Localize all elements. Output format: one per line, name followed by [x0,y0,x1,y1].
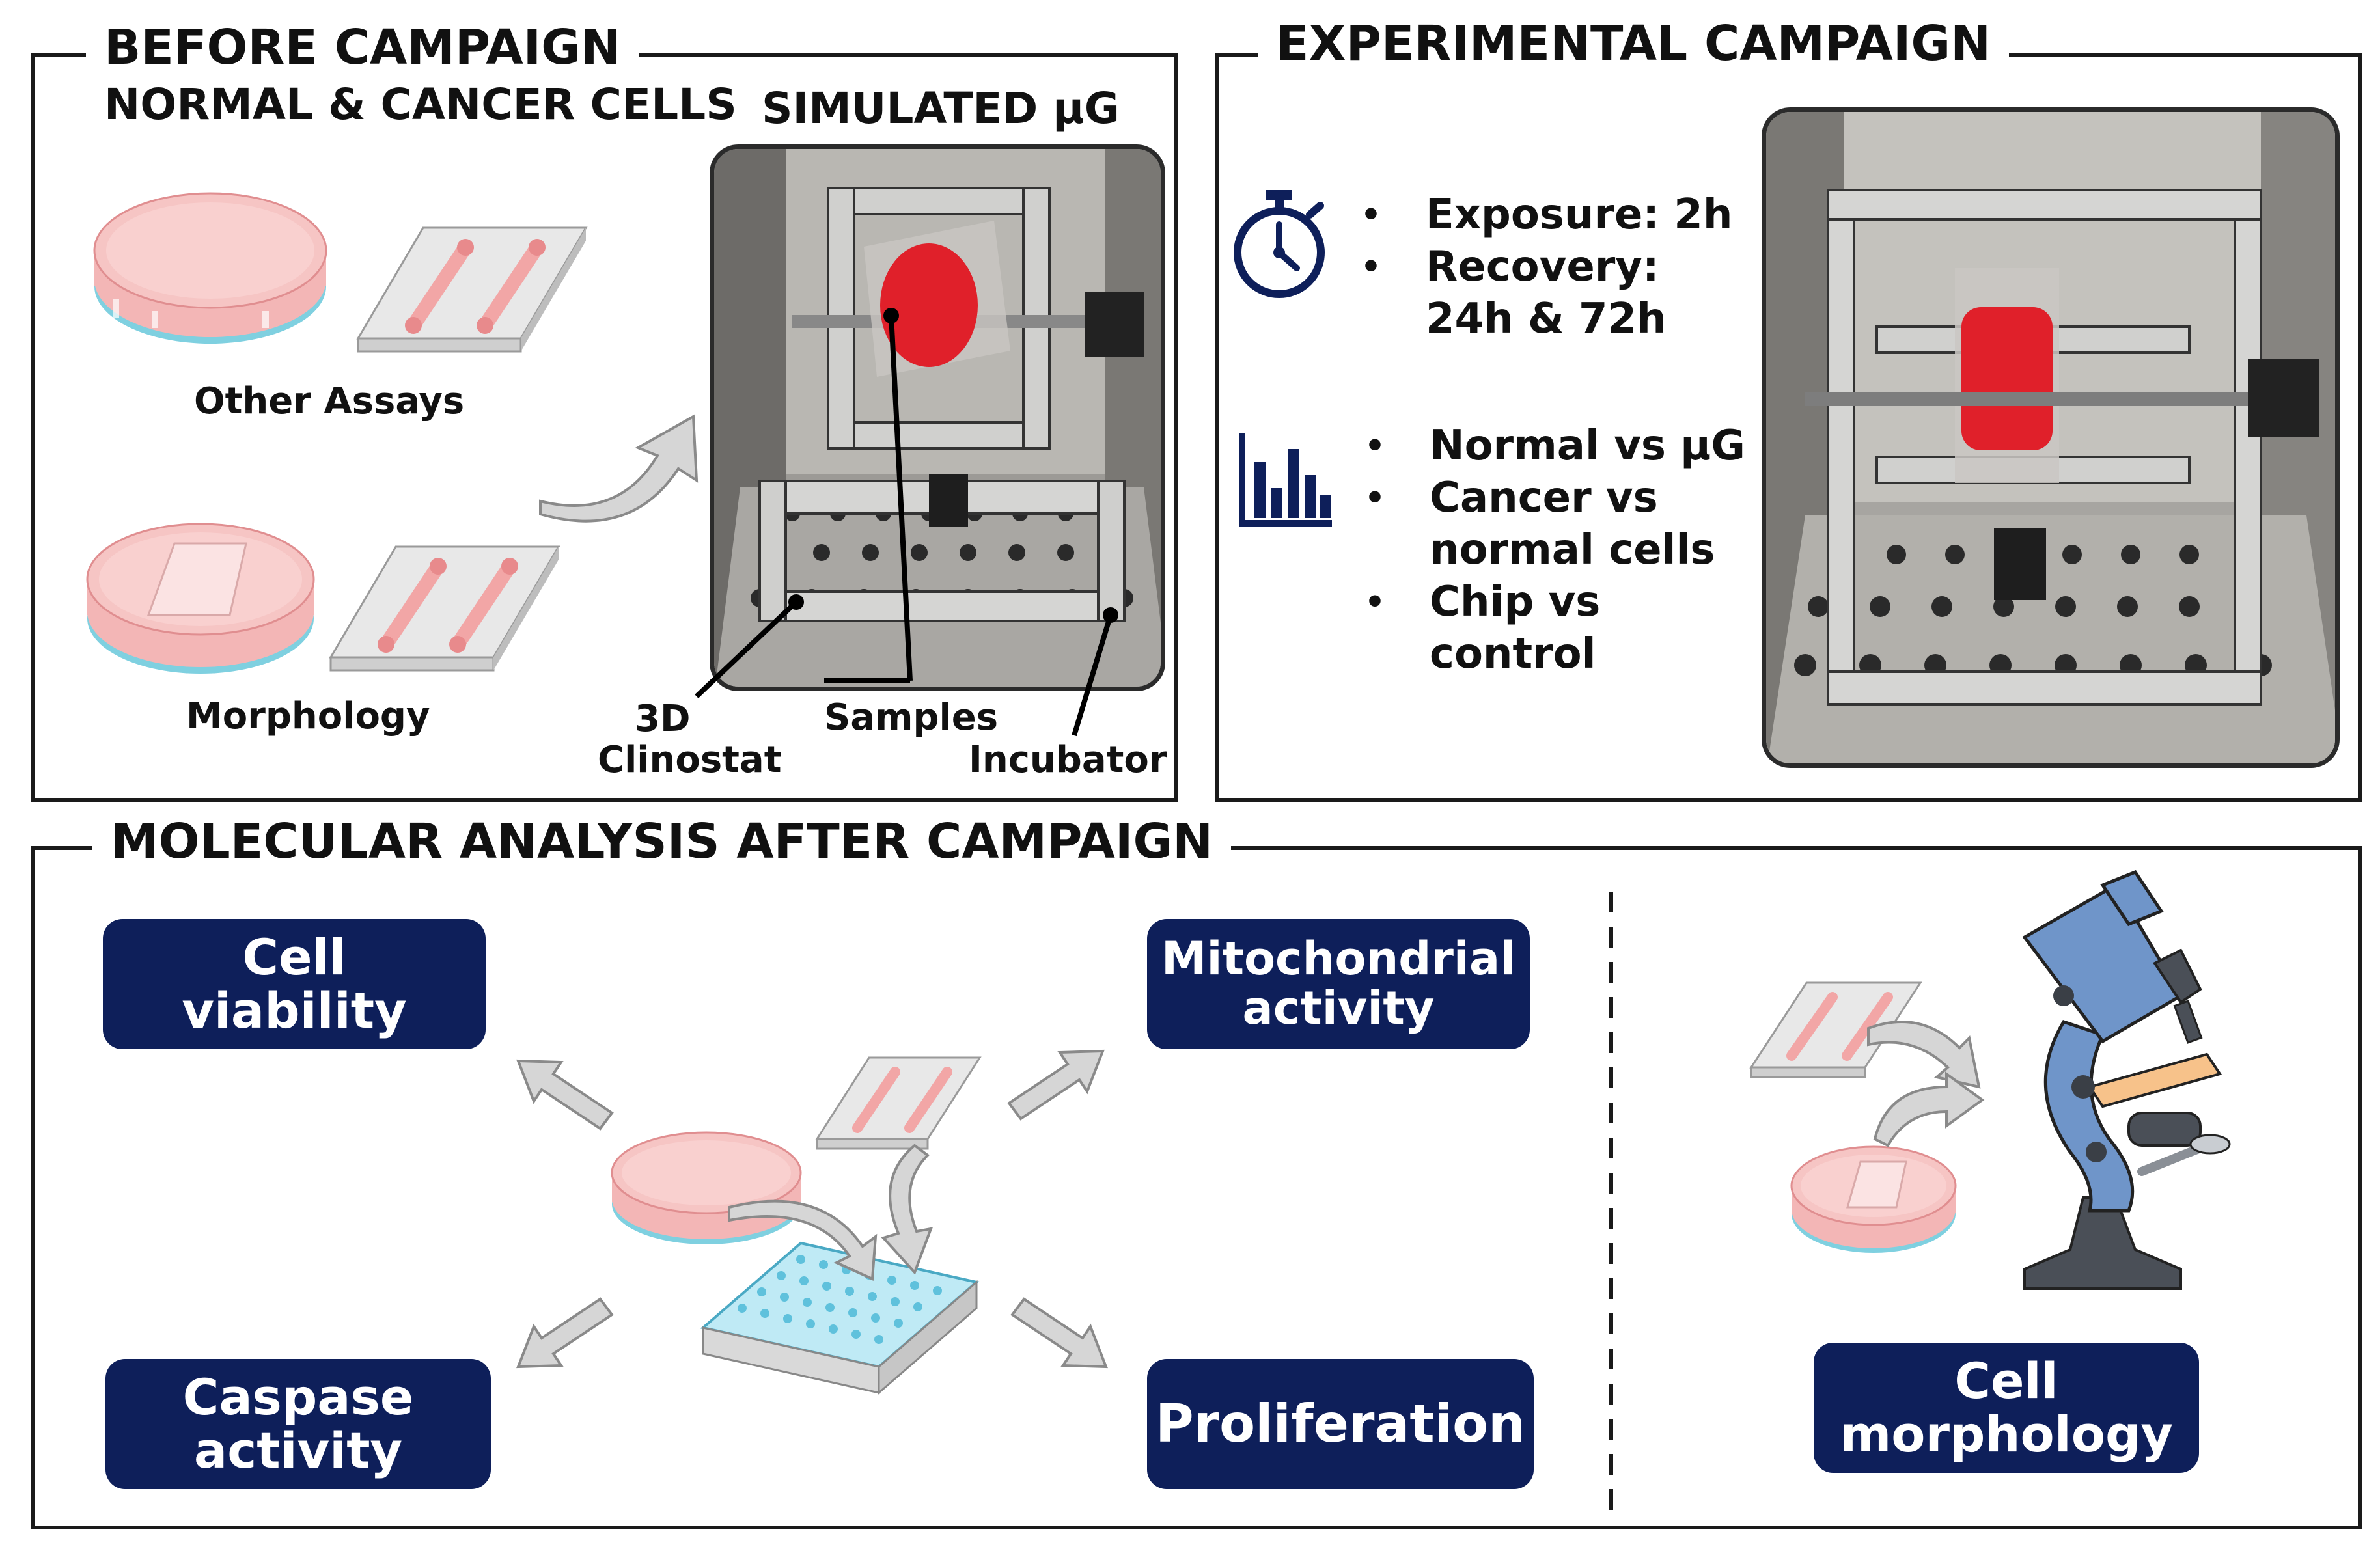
clinostat-photo [710,144,1165,691]
pointer-lines [695,308,1118,737]
cell-viability-box: Cell viability [103,919,486,1049]
before-campaign-title: BEFORE CAMPAIGN [86,20,639,75]
arrow-icon [1867,1021,1985,1147]
arrow-icon [539,414,699,523]
timing-item: •Exposure: 2h [1361,191,1733,239]
arrow-icon [516,1297,614,1369]
other-assays-label: Other Assays [194,380,465,422]
timing-list: •Exposure: 2h •Recovery: 24h & 72h [1361,189,1732,345]
comparison-item: control [1430,630,1596,678]
arrow-icon [1010,1297,1108,1369]
microfluidic-chip-icon [356,226,588,353]
proliferation-box: Proliferation [1147,1359,1534,1489]
before-campaign-subtitle: NORMAL & CANCER CELLS [104,79,737,130]
petri-dish-icon [86,523,315,674]
caspase-activity-box: Caspase activity [105,1359,491,1489]
cell-morphology-box: Cell morphology [1814,1343,2199,1473]
experimental-campaign-title: EXPERIMENTAL CAMPAIGN [1258,16,2010,72]
samples-label: Samples [824,696,999,739]
clinostat-label-line1: 3D [635,698,691,740]
arrow-icon [516,1059,614,1131]
arrow-icon [1007,1049,1105,1121]
mitochondrial-activity-box: Mitochondrial activity [1147,919,1530,1049]
arrow-icon [728,1144,934,1282]
morphology-label: Morphology [186,695,430,737]
microscope-icon [2022,870,2231,1290]
comparison-item: •Cancer vs [1364,474,1658,522]
clinostat-running-photo [1762,107,2340,768]
comparison-item: •Normal vs μG [1364,422,1745,470]
microfluidic-chip-icon [815,1056,982,1150]
molecular-analysis-title: MOLECULAR ANALYSIS AFTER CAMPAIGN [92,814,1232,870]
clinostat-label-line2: Clinostat [598,739,782,781]
incubator-label: Incubator [969,739,1167,781]
petri-dish-icon [1790,1145,1957,1253]
microfluidic-chip-icon [1749,981,1922,1078]
bar-chart-icon [1239,433,1332,527]
petri-dish-icon [611,1131,802,1244]
comparison-item: normal cells [1430,526,1715,574]
panel-divider [1609,892,1613,1516]
simulated-microgravity-label: SIMULATED μG [762,83,1120,133]
well-plate-icon [700,1241,980,1395]
timing-item: 24h & 72h [1426,295,1667,343]
stopwatch-icon [1234,190,1325,298]
microfluidic-chip-icon [329,545,560,672]
comparison-item: •Chip vs [1364,578,1601,626]
comparison-list: •Normal vs μG •Cancer vs normal cells •C… [1364,420,1745,680]
timing-item: •Recovery: [1361,243,1659,291]
petri-dish-icon [93,192,327,344]
